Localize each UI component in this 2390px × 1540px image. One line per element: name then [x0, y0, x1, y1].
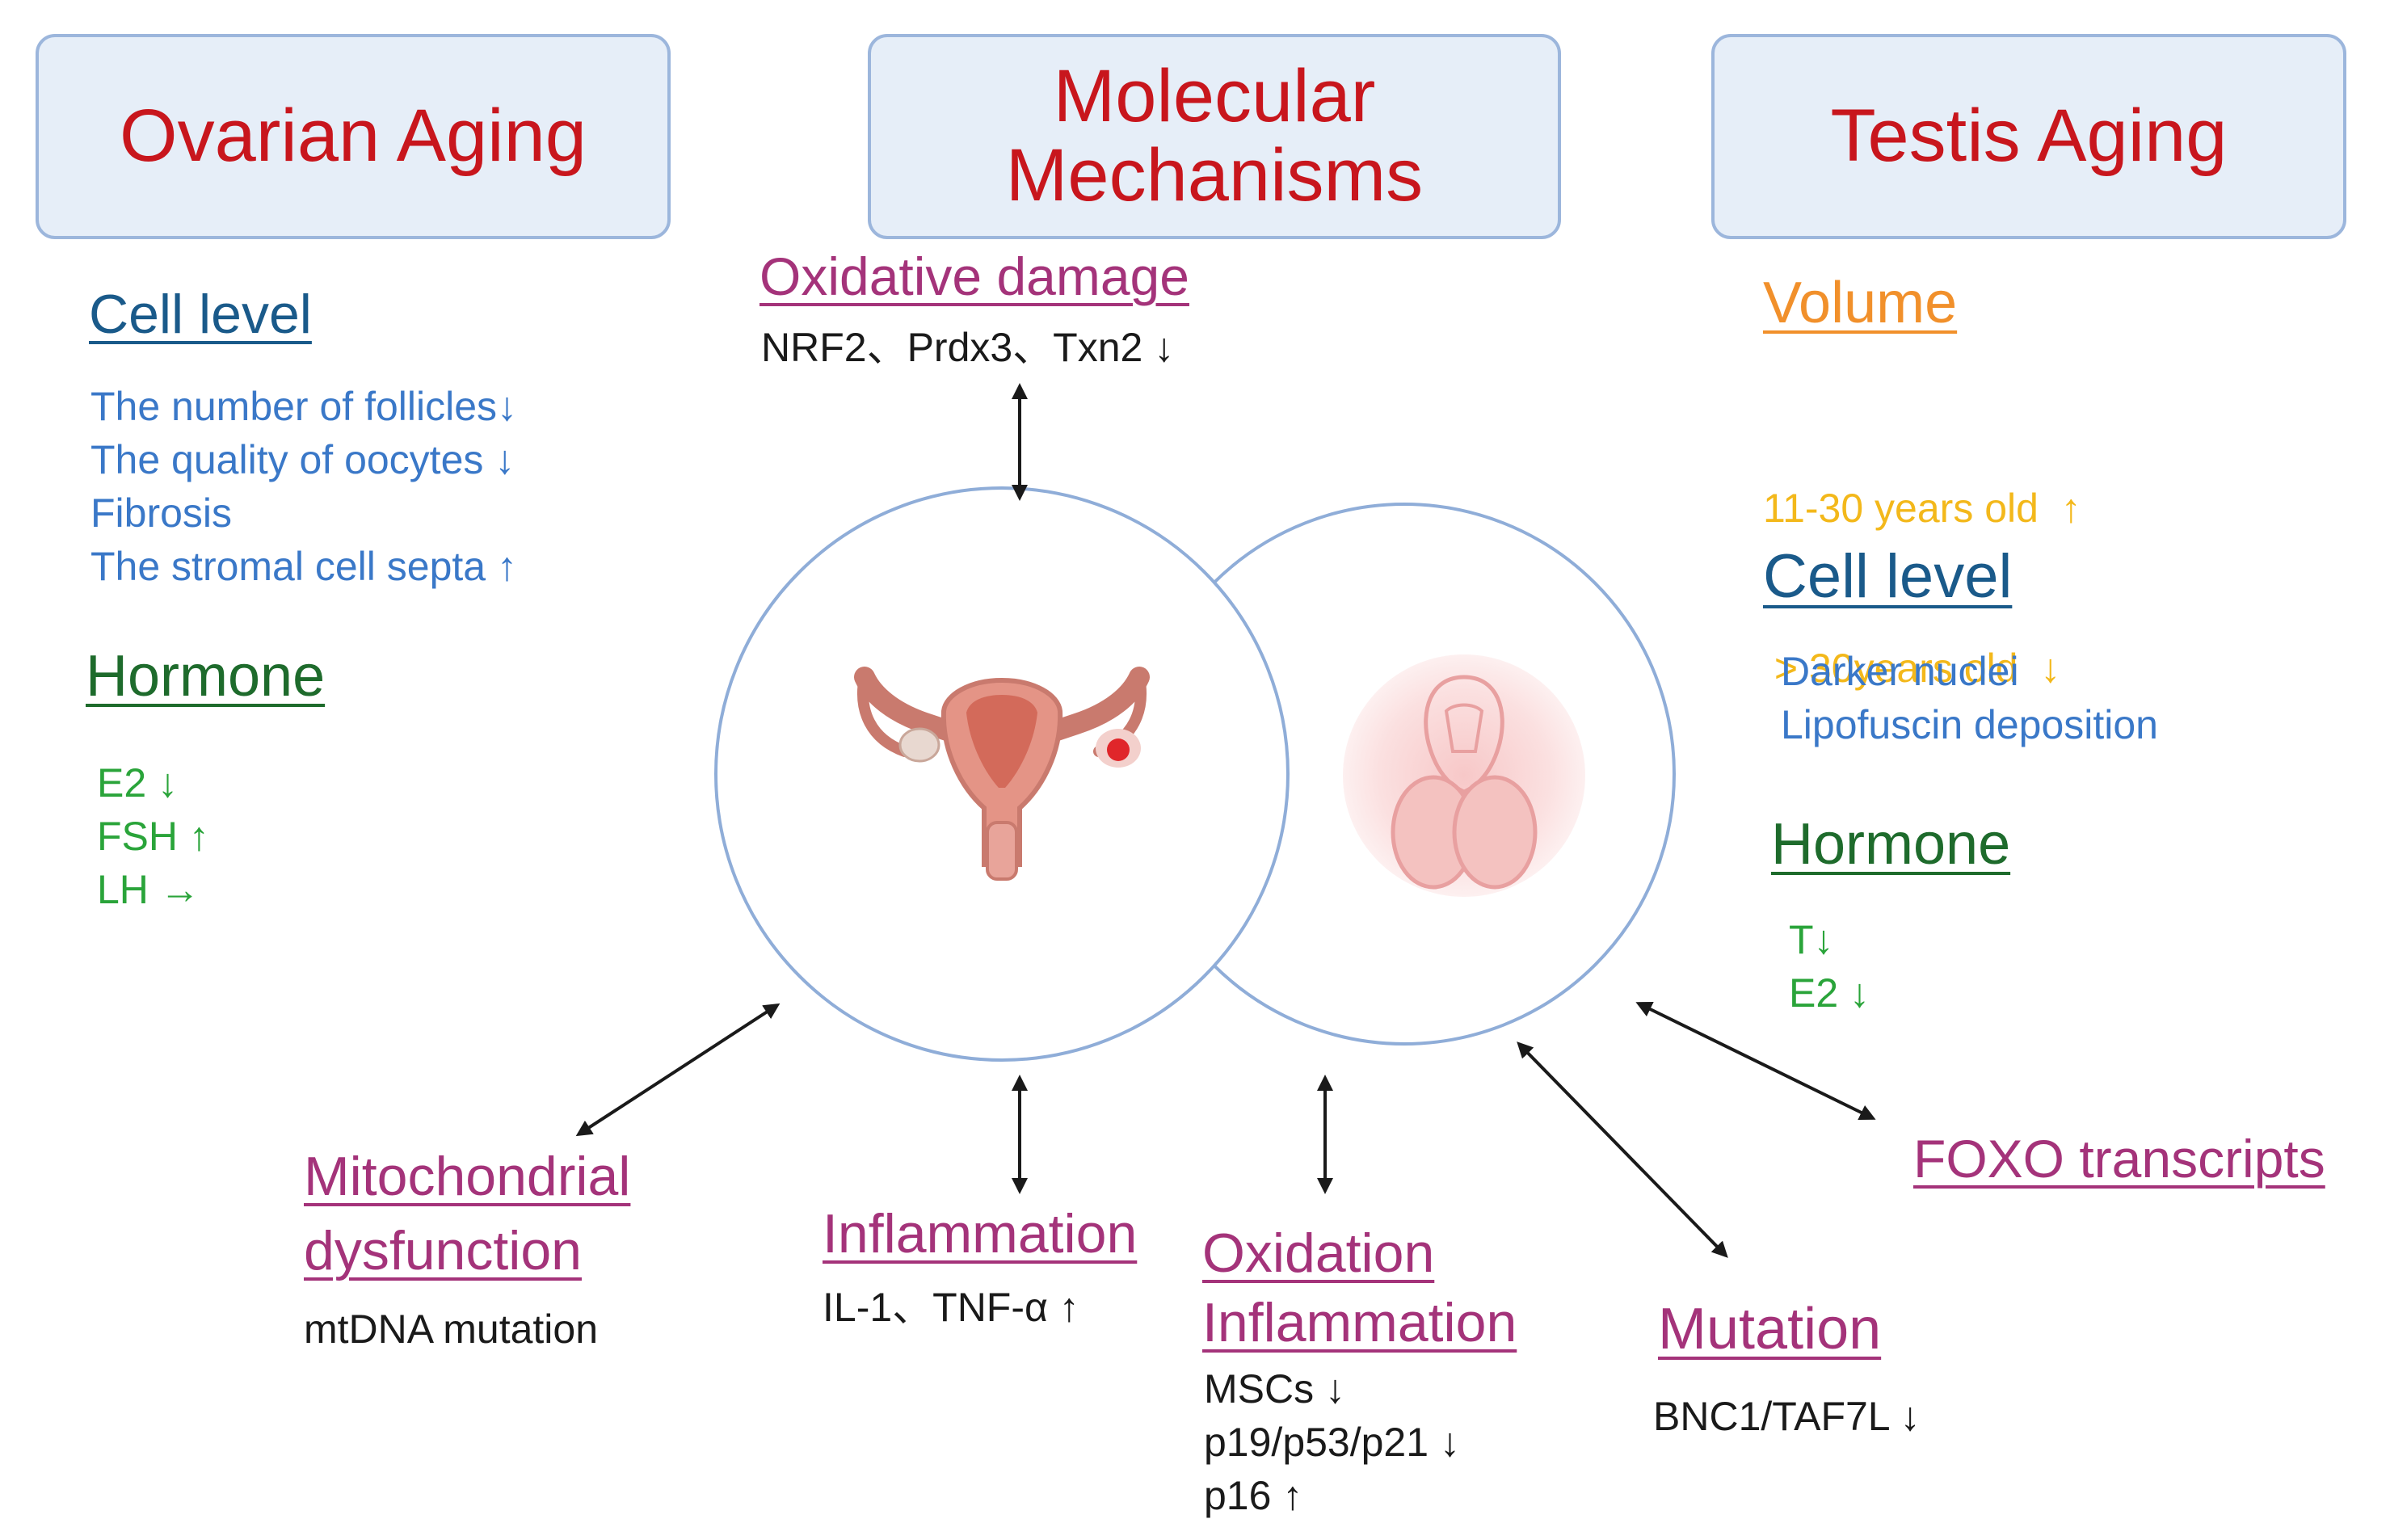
testis-hormone-list: T↓ E2 ↓ [1789, 913, 1870, 1020]
oxidation-inflammation-details: MSCs ↓ p19/p53/p21 ↓ p16 ↑ [1204, 1362, 1460, 1522]
mito-title-line1: Mitochondrial [304, 1146, 631, 1207]
testis-icon [1343, 654, 1585, 897]
ovarian-hormone-list: E2 ↓ FSH ↑ LH → [97, 756, 209, 916]
ovarian-aging-title: Ovarian Aging [120, 95, 587, 178]
testis-hormone-item: T↓ [1789, 917, 1834, 962]
ovarian-hormone-item: E2 ↓ [97, 760, 179, 806]
ovarian-cell-item: The stromal cell septa ↑ [90, 544, 517, 589]
uterus-icon [854, 667, 1150, 881]
testis-cell-list: Darker nuclei Lipofuscin deposition [1781, 645, 2158, 751]
molecular-title-line2: Mechanisms [1005, 134, 1424, 217]
oxidative-damage-title: Oxidative damage [759, 246, 1189, 306]
mutation-title: Mutation [1658, 1297, 1882, 1361]
ovarian-cell-item: The number of follicles↓ [90, 384, 518, 429]
mitochondrial-detail: mtDNA mutation [304, 1306, 599, 1352]
inflammation-detail: IL-1、TNF-α ↑ [823, 1285, 1079, 1330]
testis-volume-item: > 30years old ↓ [1763, 646, 2061, 691]
testis-hormone-title: Hormone [1771, 812, 2011, 877]
testis-aging-title: Testis Aging [1830, 95, 2228, 178]
oxinfl-title-line1: Oxidation [1202, 1222, 1435, 1284]
testis-aging-header: Testis Aging [1711, 34, 2346, 239]
mitochondrial-dysfunction-title: Mitochondrial dysfunction [304, 1139, 630, 1288]
oxinfl-detail-item: MSCs ↓ [1204, 1366, 1345, 1412]
ovarian-hormone-item: FSH ↑ [97, 814, 209, 859]
ovarian-cell-list: The number of follicles↓ The quality of … [90, 380, 517, 593]
ovarian-cell-item: Fibrosis [90, 490, 233, 536]
molecular-mechanisms-header: Molecular Mechanisms [868, 34, 1561, 239]
testis-cell-item: Darker nuclei [1781, 649, 2019, 694]
testis-hormone-item: E2 ↓ [1789, 970, 1870, 1016]
arrow-mitochondrial [575, 1003, 781, 1137]
oxinfl-detail-item: p19/p53/p21 ↓ [1204, 1420, 1460, 1465]
ovarian-cell-item: The quality of oocytes ↓ [90, 437, 515, 482]
ovarian-aging-header: Ovarian Aging [36, 34, 671, 239]
oxidation-inflammation-title: Oxidation Inflammation [1202, 1218, 1517, 1357]
oxinfl-title-line2: Inflammation [1202, 1292, 1517, 1353]
testis-volume-list: 11-30 years old ↑ > 30years old ↓ [1763, 375, 2081, 748]
arrow-foxo [1635, 1002, 1876, 1120]
testis-cell-item: Lipofuscin deposition [1781, 702, 2158, 747]
foxo-transcripts-title: FOXO transcripts [1913, 1129, 2325, 1189]
testis-volume-title: Volume [1763, 271, 1958, 335]
ovarian-hormone-item: LH → [97, 867, 200, 912]
ovarian-cell-level-title: Cell level [89, 284, 312, 345]
inflammation-title: Inflammation [823, 1203, 1138, 1264]
arrow-mutation [1517, 1041, 1728, 1258]
oxidative-damage-detail: NRF2、Prdx3、Txn2 ↓ [761, 325, 1175, 370]
ovarian-hormone-title: Hormone [86, 644, 326, 709]
oxinfl-detail-item: p16 ↑ [1204, 1473, 1303, 1518]
molecular-title-line1: Molecular [1053, 55, 1376, 138]
mito-title-line2: dysfunction [304, 1220, 582, 1281]
testis-cell-level-title: Cell level [1763, 542, 2013, 611]
testis-volume-item: 11-30 years old ↑ [1763, 486, 2081, 531]
mutation-detail: BNC1/TAF7L ↓ [1653, 1394, 1921, 1439]
